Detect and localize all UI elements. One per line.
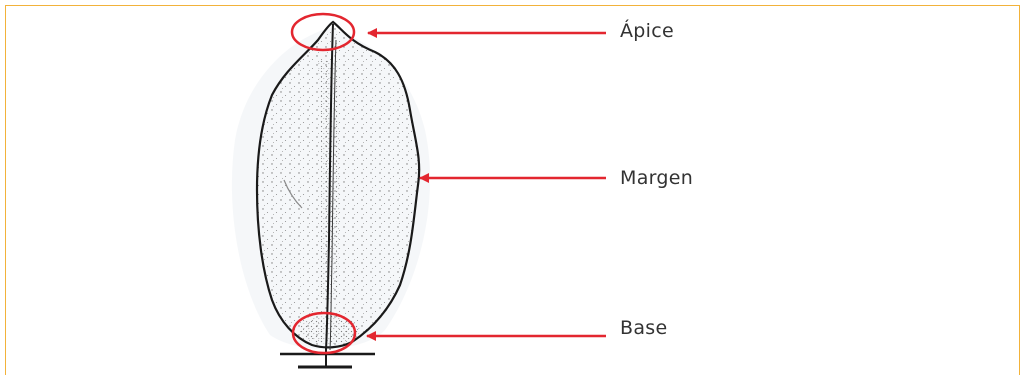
margin-label: Margen (620, 169, 693, 188)
base-label: Base (620, 319, 667, 338)
apex-label: Ápice (620, 22, 674, 41)
